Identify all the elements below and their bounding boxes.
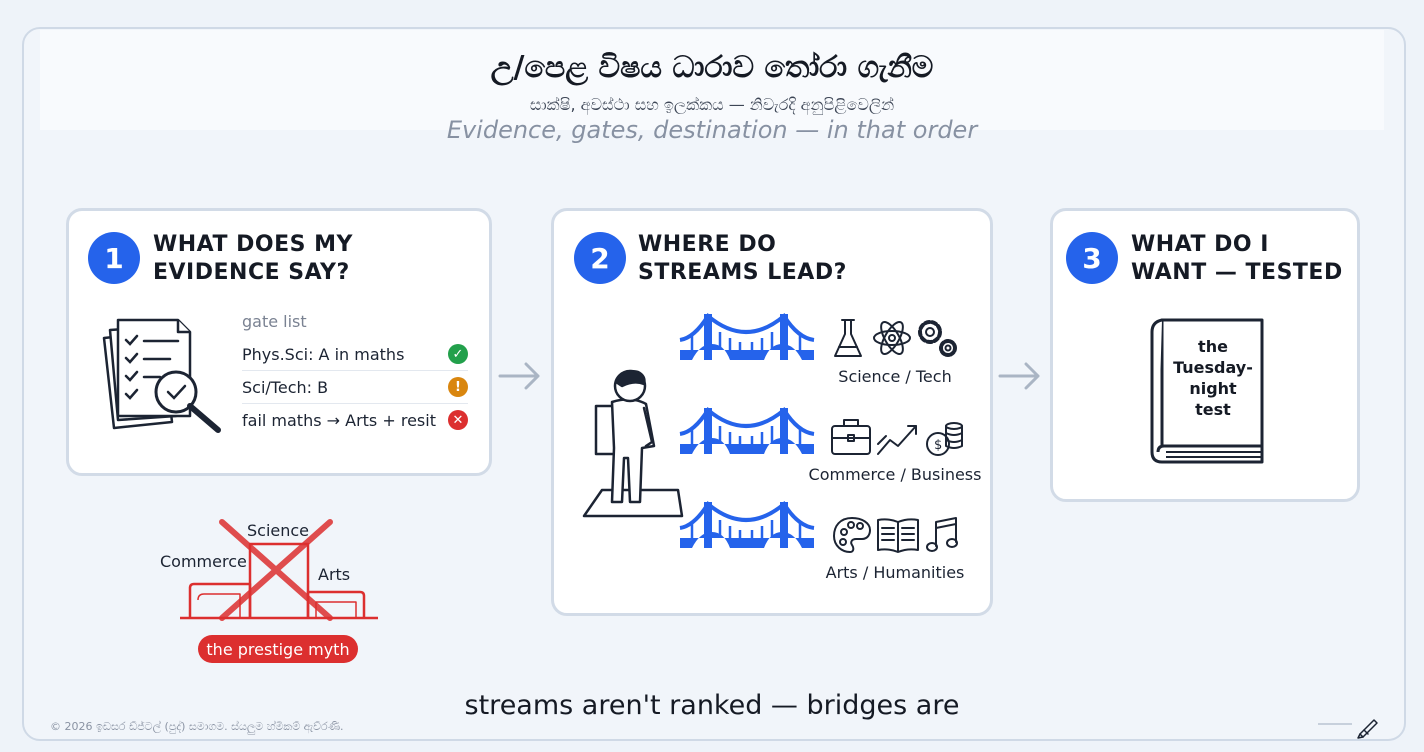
step-title-1: WHAT DOES MY EVIDENCE SAY? xyxy=(153,232,353,285)
cross-icon: ✕ xyxy=(448,410,468,430)
gate-item: Phys.Sci: A in maths ✓ xyxy=(242,338,468,371)
book-icon xyxy=(1150,318,1264,464)
music-note-icon xyxy=(926,517,958,552)
bridge-icon xyxy=(678,312,816,362)
stream-label-science: Science / Tech xyxy=(838,367,952,386)
arrow-right-icon xyxy=(998,362,1040,390)
arrow-right-icon xyxy=(498,362,540,390)
step-number-3: 3 xyxy=(1066,232,1118,284)
step-number-2: 2 xyxy=(574,232,626,284)
gate-item: Sci/Tech: B ! xyxy=(242,371,468,404)
briefcase-icon xyxy=(831,419,871,455)
step-title-3: WHAT DO I WANT — TESTED xyxy=(1131,232,1343,285)
document-magnifier-icon xyxy=(102,318,221,433)
check-icon: ✓ xyxy=(448,344,468,364)
podium-crossed-icon xyxy=(180,519,378,621)
ghost-subtitle: Evidence, gates, destination — in that o… xyxy=(446,116,978,144)
svg-text:$: $ xyxy=(934,438,942,453)
arts-icons xyxy=(833,517,958,553)
prestige-myth-badge: the prestige myth xyxy=(198,635,358,663)
coins-icon: $ xyxy=(926,422,963,456)
bridges-illustration xyxy=(678,312,816,550)
page-subtitle: සාක්ෂි, අවස්ථා සහ ඉලක්කය — නිවැරදි අනුපි… xyxy=(529,95,895,114)
gears-icon xyxy=(918,320,957,357)
gate-item-label: Phys.Sci: A in maths xyxy=(242,344,405,364)
gate-item-label: fail maths → Arts + resit xyxy=(242,410,436,430)
myth-label-science: Science xyxy=(247,521,310,540)
commerce-icons: $ xyxy=(831,419,963,456)
stream-label-arts: Arts / Humanities xyxy=(825,563,965,582)
stream-label-commerce: Commerce / Business xyxy=(808,465,982,484)
title-band xyxy=(40,30,1384,130)
book-open-icon xyxy=(877,518,919,553)
myth-label-commerce: Commerce xyxy=(160,552,247,571)
trend-up-icon xyxy=(877,425,917,455)
pen-icon xyxy=(1318,719,1378,739)
copyright-notice: © 2026 ඉඩසර ඩ්ජ්ටල් (පුද්) සමාගම. ස්යලුම… xyxy=(50,720,344,733)
step-number-1: 1 xyxy=(88,232,140,284)
student-backpack-icon xyxy=(582,369,684,518)
palette-icon xyxy=(833,517,871,553)
bridge-icon xyxy=(678,406,816,456)
myth-label-arts: Arts xyxy=(318,565,351,584)
step-title-2: WHERE DO STREAMS LEAD? xyxy=(638,232,847,285)
gate-item-label: Sci/Tech: B xyxy=(242,377,329,397)
flask-icon xyxy=(834,319,862,357)
atom-icon xyxy=(873,321,911,355)
gate-list-heading: gate list xyxy=(242,312,307,331)
warning-icon: ! xyxy=(448,377,468,397)
page-title: උ/පෙළ විෂය ධාරාව තෝරා ගැනීම xyxy=(490,50,934,85)
gate-item: fail maths → Arts + resit ✕ xyxy=(242,404,468,436)
science-icons xyxy=(834,319,957,357)
takeaway-line: streams aren't ranked — bridges are xyxy=(464,690,960,721)
bridge-icon xyxy=(678,500,816,550)
book-text: the Tuesday- night test xyxy=(1173,337,1253,419)
